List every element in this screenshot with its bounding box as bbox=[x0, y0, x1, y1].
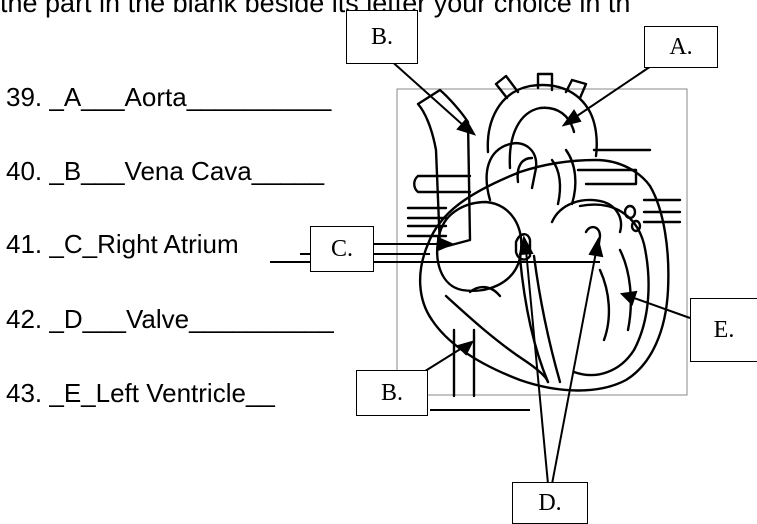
label-box-b-bottom: B. bbox=[356, 370, 428, 416]
label-box-a-top: A. bbox=[644, 26, 718, 68]
question-40: 40. _B___Vena Cava_____ bbox=[6, 156, 324, 187]
question-39: 39. _A___Aorta__________ bbox=[6, 82, 331, 113]
pulmonary-tube-left bbox=[414, 176, 470, 192]
inferior-vena-cava bbox=[454, 330, 474, 396]
label-box-c: C. bbox=[310, 226, 374, 272]
pulmonary-trunk bbox=[487, 143, 537, 200]
question-43: 43. _E_Left Ventricle__ bbox=[6, 378, 275, 409]
label-box-e: E. bbox=[690, 298, 757, 362]
label-box-d: D. bbox=[512, 482, 588, 524]
question-42: 42. _D___Valve__________ bbox=[6, 304, 334, 335]
question-41: 41. _C_Right Atrium bbox=[6, 229, 239, 260]
label-box-b-top: B. bbox=[346, 10, 418, 64]
